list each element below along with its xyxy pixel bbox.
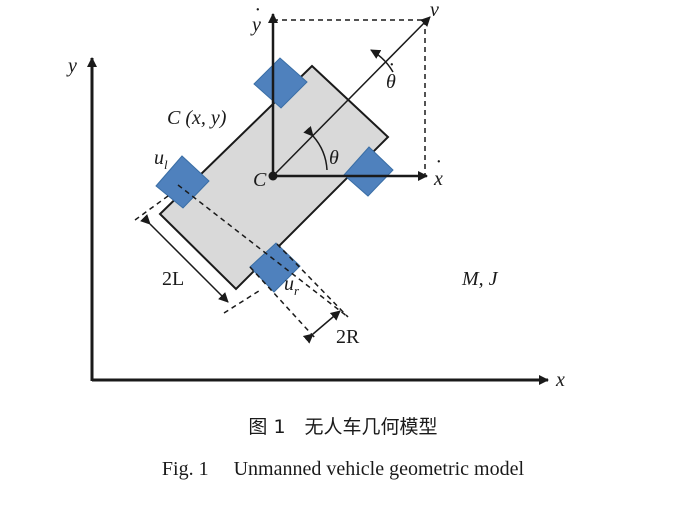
wheel-dimension-arrow xyxy=(302,310,341,344)
left-wheel-label: ul xyxy=(154,147,168,172)
wheel-left xyxy=(155,155,210,209)
track-dimension-arrow xyxy=(140,214,229,303)
theta-arc xyxy=(303,125,328,171)
wheel-dashed-line-2 xyxy=(276,243,349,318)
caption-chinese: 图 1 无人车几何模型 xyxy=(248,416,438,438)
thetadot-arc xyxy=(370,49,394,73)
ydot-dot: · xyxy=(255,0,260,21)
axle-dashed-line-2 xyxy=(134,195,169,221)
thetadot-label: θ xyxy=(386,71,396,93)
velocity-label: v xyxy=(430,0,439,21)
ydot-label: y xyxy=(250,14,261,36)
position-label: C (x, y) xyxy=(167,107,227,129)
wheel-diameter-label: 2R xyxy=(336,326,360,348)
velocity-arrow xyxy=(272,16,431,177)
centroid-label: C xyxy=(253,169,267,191)
caption-english: Fig. 1 Unmanned vehicle geometric model xyxy=(161,458,525,480)
thetadot-dot: · xyxy=(389,54,394,76)
track-label: 2L xyxy=(162,268,184,290)
track-end-dashed-line xyxy=(223,288,263,314)
wheel-bottom-right xyxy=(249,242,301,293)
mass-inertia-label: M, J xyxy=(461,268,499,290)
theta-label: θ xyxy=(329,147,339,169)
axis-y-label: y xyxy=(66,55,77,77)
centroid-point xyxy=(268,171,278,181)
axis-x-label: x xyxy=(555,369,565,391)
xdot-dot: · xyxy=(436,151,441,173)
right-wheel-label: ur xyxy=(284,273,300,298)
xdot-label: x xyxy=(433,168,443,190)
wheel-right xyxy=(343,146,394,197)
